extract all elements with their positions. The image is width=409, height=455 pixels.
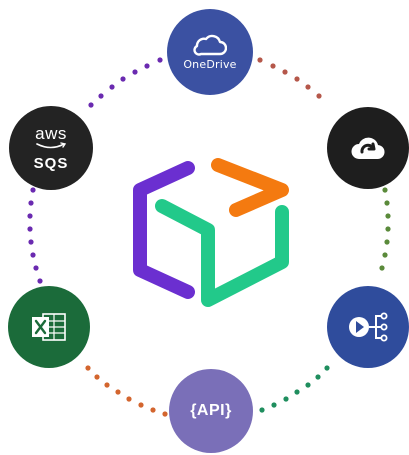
excel-node[interactable]	[8, 286, 90, 368]
aws-sqs-node[interactable]: aws SQS	[9, 106, 93, 190]
cloud-icon	[193, 34, 227, 56]
play-flow-icon	[349, 312, 388, 342]
amazon-smile-icon	[36, 141, 67, 148]
cube-icon	[133, 158, 289, 307]
api-node[interactable]: {API}	[169, 369, 253, 453]
media-pipeline-node[interactable]	[327, 286, 409, 368]
aws-label: aws	[35, 123, 67, 143]
onedrive-node[interactable]: OneDrive	[167, 9, 253, 95]
cloud-upload-icon	[351, 137, 385, 160]
onedrive-label: OneDrive	[183, 57, 237, 71]
cloud-storage-node[interactable]	[327, 107, 409, 189]
sqs-label: SQS	[33, 154, 69, 172]
ring-dots	[27, 57, 391, 417]
api-label: {API}	[190, 402, 232, 419]
excel-icon	[32, 313, 66, 341]
